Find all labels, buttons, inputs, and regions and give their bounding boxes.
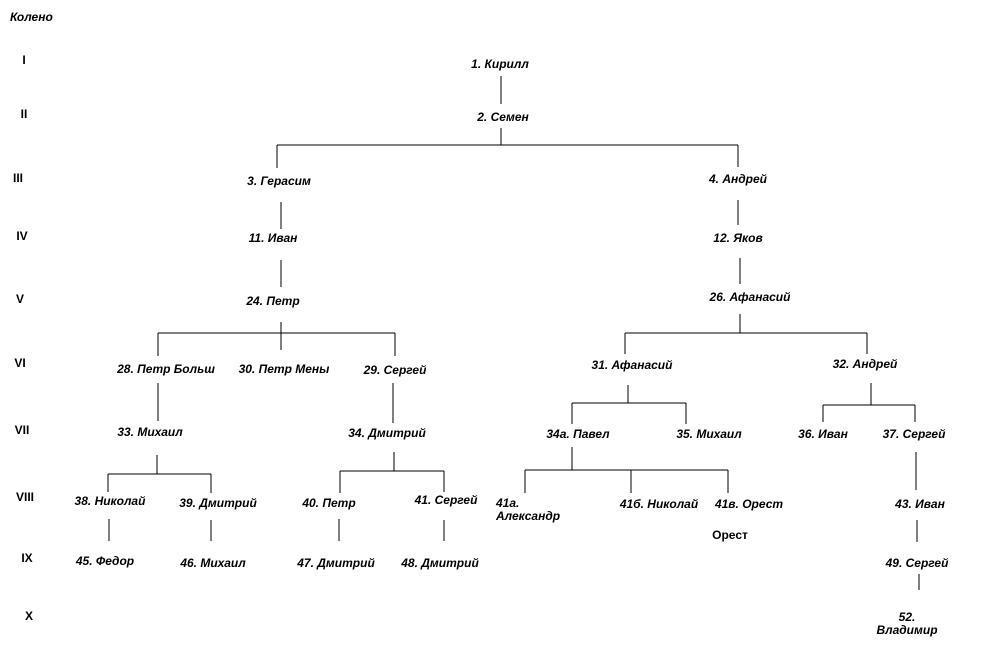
generation-label: VIII <box>15 490 35 504</box>
person-node: 45. Федор <box>75 554 135 568</box>
generation-label: X <box>24 609 34 623</box>
person-node: 35. Михаил <box>676 427 742 441</box>
person-node: 38. Николай <box>74 494 146 508</box>
person-node: 34. Дмитрий <box>348 426 426 440</box>
person-node: 36. Иван <box>798 427 848 441</box>
person-node: 11. Иван <box>248 231 298 245</box>
person-node: 48. Дмитрий <box>401 556 479 570</box>
person-node: 4. Андрей <box>708 172 768 186</box>
person-node: 12. Яков <box>713 231 763 245</box>
generation-label: IV <box>16 229 28 243</box>
person-node: 40. Петр <box>302 496 356 510</box>
generation-label: I <box>22 53 26 67</box>
generation-label: II <box>20 107 28 121</box>
generation-label: V <box>15 292 25 306</box>
person-node: 2. Семен <box>477 110 529 124</box>
person-node: 41а. Александр <box>496 496 561 523</box>
person-node: 33. Михаил <box>117 425 183 439</box>
person-note: Орест <box>712 528 748 542</box>
person-node: 3. Герасим <box>247 174 311 188</box>
person-node: 37. Сергей <box>882 427 946 441</box>
person-node: 1. Кирилл <box>471 57 529 71</box>
person-node: 31. Афанасий <box>591 358 673 372</box>
person-node: 34а. Павел <box>546 427 610 441</box>
person-node: 41б. Николай <box>619 497 699 511</box>
person-node: 46. Михаил <box>180 556 246 570</box>
person-node: 29. Сергей <box>363 363 427 377</box>
generation-label: VI <box>14 356 26 370</box>
person-node: 28. Петр Больш <box>117 362 215 376</box>
person-node: 41. Сергей <box>414 493 478 507</box>
person-node: 26. Афанасий <box>709 290 791 304</box>
person-node: 49. Сергей <box>885 556 949 570</box>
generation-label: III <box>12 171 24 185</box>
person-node: 43. Иван <box>895 497 945 511</box>
person-node: 24. Петр <box>246 294 300 308</box>
person-node: 39. Дмитрий <box>179 496 257 510</box>
person-node: 52. Владимир <box>876 610 938 637</box>
person-node: 41в. Орест <box>714 497 784 511</box>
generation-label: IX <box>21 551 33 565</box>
person-node: 30. Петр Мены <box>238 362 330 376</box>
generation-label: VII <box>14 423 30 437</box>
generation-header: Колено <box>10 10 53 24</box>
person-node: 47. Дмитрий <box>297 556 375 570</box>
person-node: 32. Андрей <box>832 357 898 371</box>
